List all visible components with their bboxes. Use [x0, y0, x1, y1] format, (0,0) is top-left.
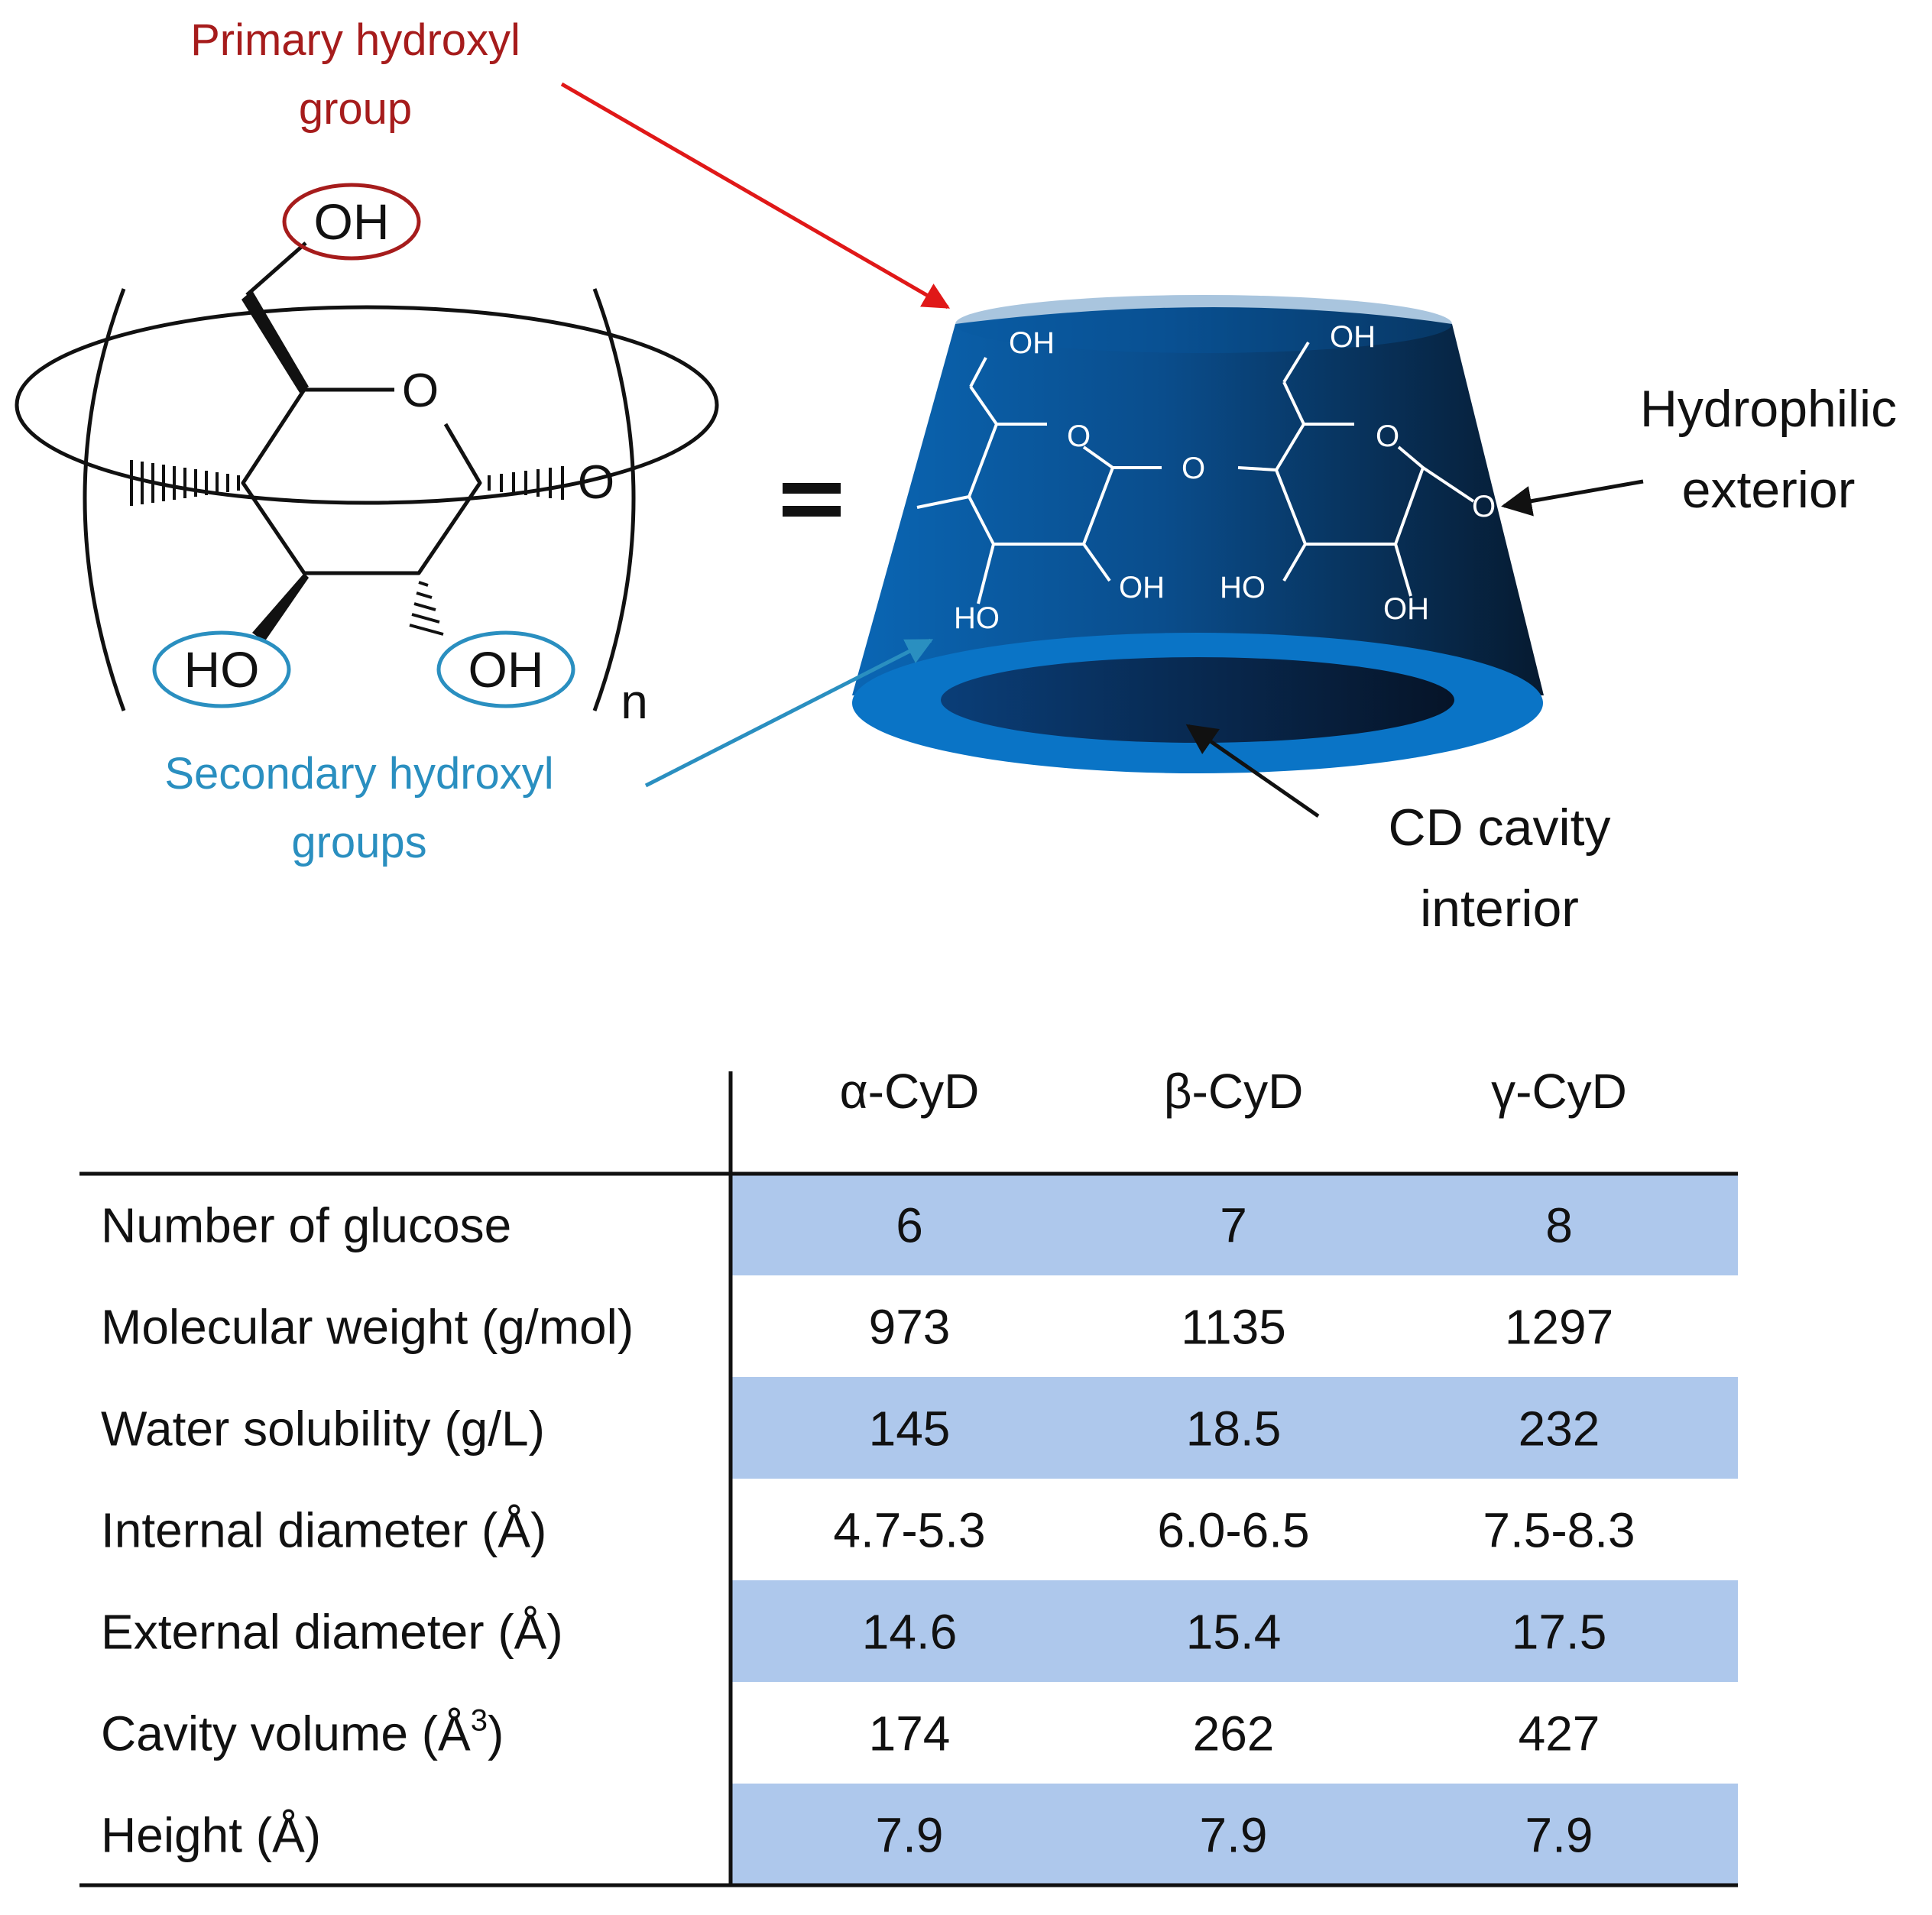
cone-o-3: O	[1472, 490, 1496, 523]
equals-sign	[783, 483, 841, 517]
ring-o-label: O	[402, 365, 439, 417]
cone-oh-4: OH	[1383, 592, 1429, 626]
cone-top-edge	[955, 295, 1452, 353]
cone-o-1: O	[1067, 420, 1091, 453]
cavity-label-2: interior	[1420, 880, 1579, 938]
row-label: Number of glucose	[101, 1198, 511, 1253]
primary-arrow	[560, 82, 951, 309]
primary-oh-highlight	[282, 183, 421, 261]
cyclodextrin-cone: OH O O OH O O HO OH HO OH	[852, 295, 1544, 773]
secondary-oh-label: OH	[468, 641, 544, 698]
table-cell: 15.4	[1186, 1605, 1282, 1660]
cone-o-2: O	[1376, 420, 1399, 453]
secondary-ho-highlight	[152, 630, 291, 708]
cone-body	[852, 307, 1544, 695]
table-cell: 7.5-8.3	[1483, 1503, 1635, 1558]
right-hash-bond	[488, 466, 564, 500]
repeat-subscript: n	[621, 674, 648, 729]
ch2-wedge	[242, 290, 309, 393]
cone-disaccharide	[916, 341, 1475, 604]
torus-ellipse	[15, 305, 719, 505]
column-header: α-CyD	[840, 1064, 980, 1119]
table-cell: 6.0-6.5	[1157, 1503, 1309, 1558]
table-cell: 18.5	[1186, 1401, 1282, 1457]
oh-hash-bond	[409, 581, 444, 636]
cavity-arrow	[1185, 724, 1320, 818]
table-cell: 174	[869, 1706, 951, 1761]
secondary-ho-label: HO	[184, 641, 260, 698]
hydrophilic-label-1: Hydrophilic	[1640, 380, 1897, 438]
row-label: Molecular weight (g/mol)	[101, 1300, 634, 1355]
primary-oh-label: OH	[314, 193, 390, 250]
cone-ho-1: HO	[954, 601, 1000, 635]
row-shade	[731, 1580, 1738, 1682]
row-shade	[731, 1377, 1738, 1479]
primary-hydroxyl-label-2: group	[299, 84, 412, 134]
cone-oh-1: OH	[1009, 326, 1055, 360]
hydrophilic-arrow	[1501, 479, 1644, 517]
table-cell: 145	[869, 1401, 951, 1457]
row-shade	[731, 1784, 1738, 1885]
table-cell: 7.9	[1200, 1808, 1268, 1863]
table-cell: 7.9	[876, 1808, 944, 1863]
glucose-ring	[241, 387, 482, 575]
glucose-unit-structure: OH O O HO OH n	[15, 183, 719, 729]
cone-oh-2: OH	[1330, 320, 1376, 354]
cone-o-link: O	[1182, 452, 1205, 485]
table-cell: 6	[896, 1198, 923, 1253]
left-bracket	[83, 288, 126, 711]
left-hash-bond	[130, 460, 240, 506]
link-o-label: O	[578, 456, 614, 509]
table-cell: 8	[1545, 1198, 1573, 1253]
table-cell: 232	[1519, 1401, 1600, 1457]
cavity-opening	[941, 657, 1454, 743]
secondary-oh-highlight	[436, 630, 575, 708]
row-shade	[731, 1174, 1738, 1275]
table-cell: 262	[1193, 1706, 1275, 1761]
table-cell: 7	[1220, 1198, 1247, 1253]
table-cell: 4.7-5.3	[833, 1503, 985, 1558]
secondary-arrow	[644, 638, 934, 788]
table-cell: 427	[1519, 1706, 1600, 1761]
ho-wedge	[252, 573, 309, 642]
column-header: γ-CyD	[1491, 1064, 1627, 1119]
ch2-oh-bond	[245, 241, 307, 296]
row-label: Height (Å)	[101, 1808, 321, 1863]
table-cell: 1135	[1181, 1300, 1286, 1355]
row-label-superscript: 3	[471, 1704, 488, 1738]
row-label: External diameter (Å)	[101, 1605, 563, 1660]
table-cell: 1297	[1505, 1300, 1613, 1355]
table-cell: 14.6	[862, 1605, 958, 1660]
row-label: Internal diameter (Å)	[101, 1503, 546, 1558]
secondary-hydroxyl-label-1: Secondary hydroxyl	[164, 749, 553, 799]
table-cell: 17.5	[1512, 1605, 1607, 1660]
cone-ho-2: HO	[1220, 571, 1266, 604]
secondary-hydroxyl-label-2: groups	[291, 818, 426, 867]
row-label: Water solubility (g/L)	[101, 1401, 545, 1457]
primary-hydroxyl-label-1: Primary hydroxyl	[190, 15, 520, 65]
table-cell: 973	[869, 1300, 951, 1355]
right-bracket	[592, 288, 636, 711]
properties-table: α-CyD β-CyD γ-CyD Number of glucose 6 7 8Molec…	[79, 1064, 1738, 1887]
column-header: β-CyD	[1164, 1064, 1304, 1119]
row-label-tail: )	[488, 1706, 504, 1761]
cone-oh-3: OH	[1119, 571, 1165, 604]
cavity-label-1: CD cavity	[1389, 799, 1611, 857]
row-label: Cavity volume (Å3)	[101, 1704, 504, 1761]
table-cell: 7.9	[1525, 1808, 1593, 1863]
hydrophilic-label-2: exterior	[1682, 461, 1856, 519]
